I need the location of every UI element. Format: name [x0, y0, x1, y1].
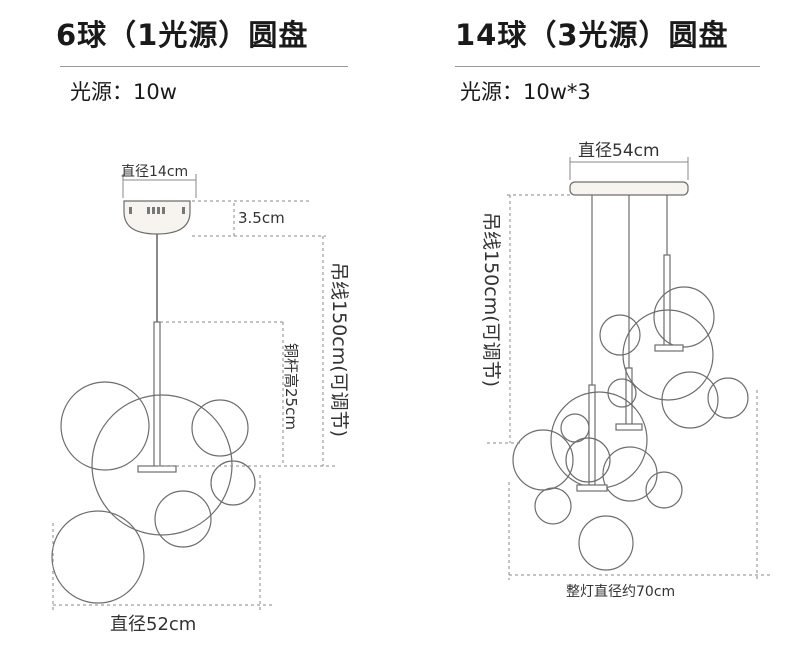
right-globe	[565, 437, 611, 483]
right-lamp-holder	[654, 344, 684, 352]
right-globe	[707, 377, 749, 419]
left-overall-diameter-label: 直径52cm	[110, 614, 196, 635]
left-canopy	[123, 200, 191, 235]
left-lamp-holder	[137, 465, 177, 473]
left-light-source-spec: 光源：10w	[70, 80, 177, 104]
right-globe	[599, 314, 641, 356]
left-globe	[51, 510, 145, 604]
left-panel-title: 6球（1光源）圆盘	[56, 18, 309, 52]
right-lamp-holder	[615, 423, 643, 431]
right-overall-diameter-label: 整灯直径约70cm	[566, 583, 675, 600]
right-canopy	[569, 181, 689, 196]
right-rod	[663, 254, 671, 348]
right-lamp-holder	[576, 484, 608, 492]
right-lamp-drawing	[512, 181, 749, 571]
left-globe	[91, 394, 233, 536]
right-globe	[653, 286, 715, 348]
left-globe	[210, 460, 256, 506]
left-title-divider	[60, 66, 348, 67]
right-globe	[534, 487, 572, 525]
right-globe	[512, 429, 574, 491]
right-globe	[645, 471, 683, 509]
right-hanging-wire-label: 吊线150cm(可调节)	[480, 212, 502, 387]
left-hanging-wire-label: 吊线150cm(可调节)	[328, 262, 350, 437]
right-light-source-spec: 光源：10w*3	[460, 80, 591, 104]
left-canopy-vents	[129, 207, 185, 214]
right-rod	[588, 384, 596, 486]
right-globe	[602, 446, 658, 502]
right-canopy-diameter-label: 直径54cm	[578, 141, 660, 161]
left-lamp-drawing	[51, 200, 256, 604]
left-globe	[60, 381, 150, 471]
right-globe	[578, 515, 634, 571]
left-canopy-diameter-label: 直径14cm	[121, 163, 188, 180]
right-dimension-lines	[487, 157, 772, 580]
left-globe	[191, 399, 249, 457]
left-dimension-lines	[52, 174, 338, 610]
right-globe	[661, 371, 719, 429]
right-title-divider	[455, 66, 760, 67]
left-copper-rod-label: 铜杆高25cm	[282, 343, 300, 430]
left-canopy-height-label: 3.5cm	[238, 209, 285, 227]
right-panel-title: 14球（3光源）圆盘	[455, 18, 729, 52]
left-globe	[154, 490, 212, 548]
